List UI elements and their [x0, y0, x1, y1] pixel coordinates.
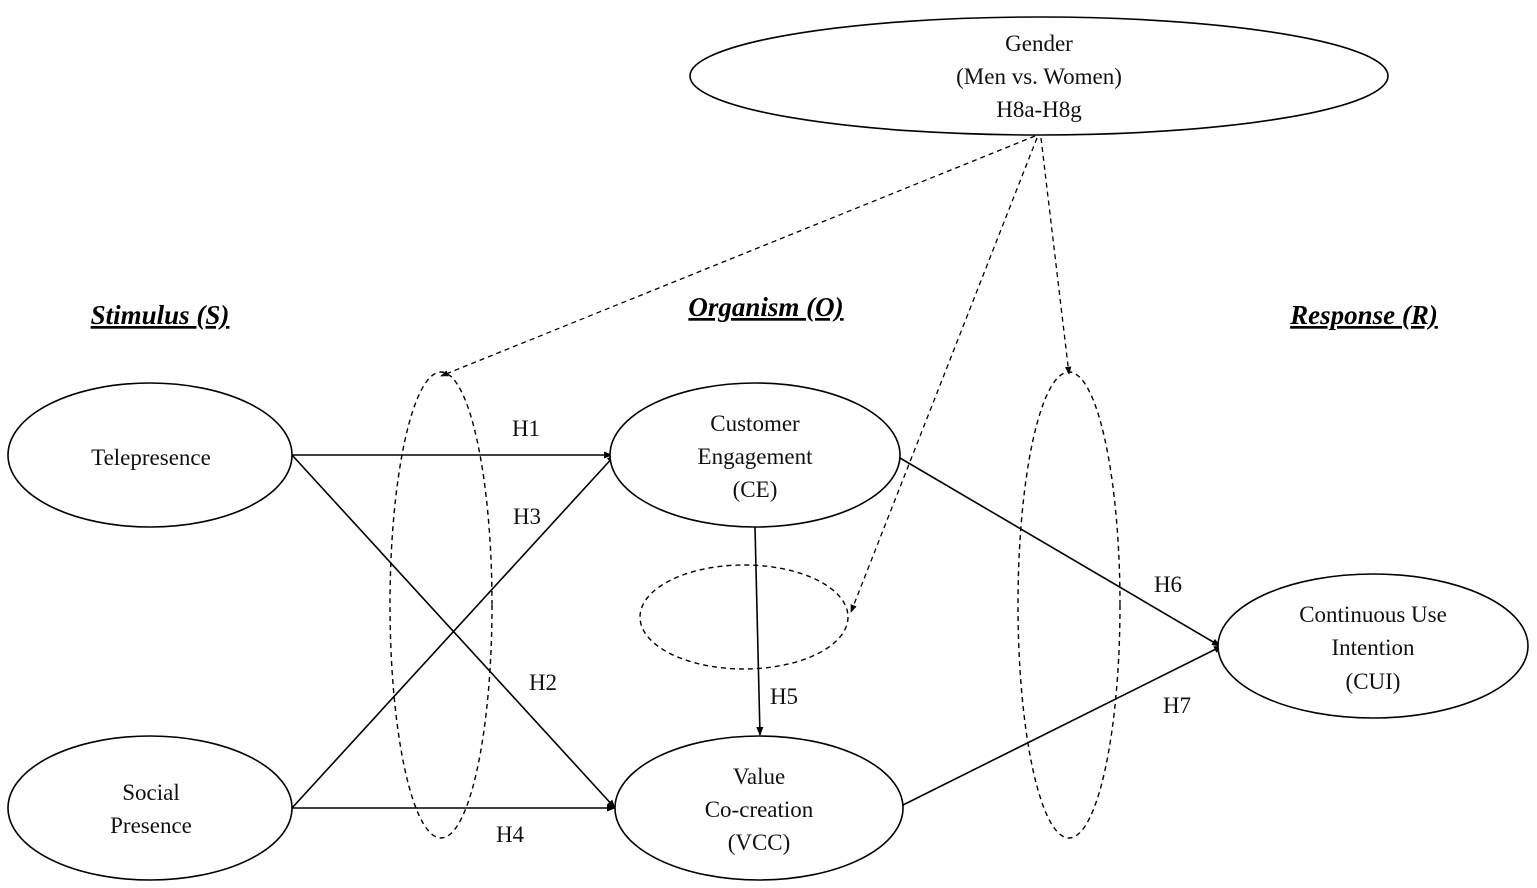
gender-label-line-1: Gender — [1005, 31, 1073, 56]
value-cocreation-label-line-2: Co-creation — [705, 797, 814, 822]
response-header: Response (R) — [1289, 300, 1438, 330]
arrow-h7 — [902, 645, 1223, 806]
gender-label-line-2: (Men vs. Women) — [956, 64, 1122, 89]
gender-label-line-3: H8a-H8g — [996, 97, 1082, 122]
gender-ellipse — [689, 16, 1389, 136]
value-cocreation-ellipse — [614, 735, 904, 881]
social-presence-ellipse — [7, 735, 293, 881]
arrow-h3 — [291, 454, 616, 809]
organism-header: Organism (O) — [688, 292, 843, 322]
continuous-use-label-line-3: (CUI) — [1346, 669, 1401, 694]
hypothesis-label-h7: H7 — [1163, 693, 1191, 718]
customer-engagement-ellipse — [609, 382, 901, 528]
arrow-h5 — [754, 526, 764, 736]
gender-moderation-arrow-1 — [440, 135, 1036, 377]
moderation-ellipse-ce-vcc — [639, 564, 849, 670]
social-presence-label-line-1: Social — [122, 780, 180, 805]
hypothesis-label-h2: H2 — [529, 670, 557, 695]
gender-moderation-arrow-3 — [1040, 137, 1072, 375]
hypothesis-label-h1: H1 — [512, 416, 540, 441]
customer-engagement-label-line-3: (CE) — [733, 477, 778, 502]
telepresence-label: Telepresence — [91, 445, 211, 470]
continuous-use-intention-ellipse — [1217, 573, 1529, 719]
moderation-ellipse-organism-response — [1017, 371, 1121, 839]
value-cocreation-label-line-3: (VCC) — [728, 830, 791, 855]
value-cocreation-label-line-1: Value — [733, 764, 785, 789]
hypothesis-label-h4: H4 — [496, 822, 525, 847]
arrow-h6 — [899, 457, 1221, 647]
customer-engagement-label-line-1: Customer — [710, 411, 800, 436]
hypothesis-label-h5: H5 — [770, 684, 798, 709]
continuous-use-label-line-1: Continuous Use — [1299, 602, 1447, 627]
gender-moderation-arrow-2 — [850, 137, 1038, 613]
customer-engagement-label-line-2: Engagement — [698, 444, 814, 469]
hypothesis-label-h6: H6 — [1154, 572, 1182, 597]
social-presence-label-line-2: Presence — [110, 813, 192, 838]
telepresence-ellipse — [7, 382, 293, 528]
continuous-use-label-line-2: Intention — [1331, 635, 1415, 660]
stimulus-header: Stimulus (S) — [91, 300, 230, 330]
hypothesis-label-h3: H3 — [513, 504, 541, 529]
